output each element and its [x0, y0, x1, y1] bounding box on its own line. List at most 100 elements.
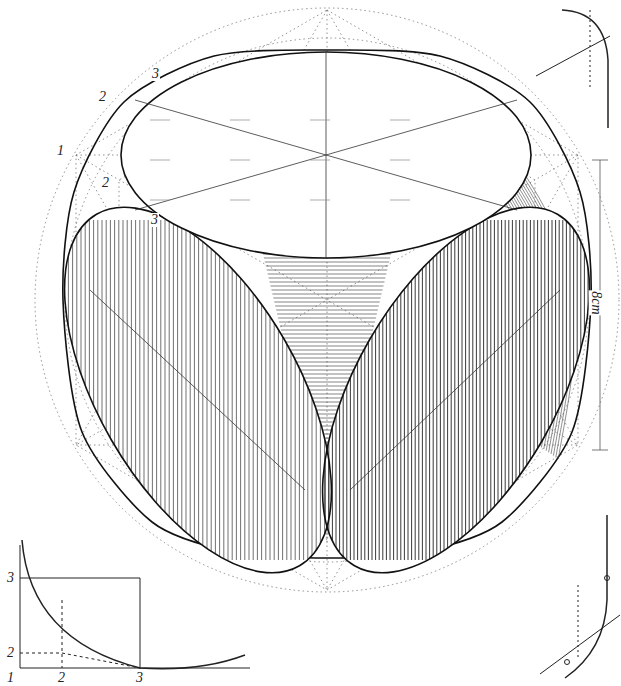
hatch-line	[123, 220, 124, 560]
hatch-line	[278, 220, 279, 560]
hatch-line	[336, 220, 337, 560]
hatch-line	[60, 220, 61, 560]
hatch-line	[244, 220, 245, 560]
hatch-line	[580, 220, 581, 560]
hatch-line	[519, 220, 520, 560]
hatch-line	[444, 220, 445, 560]
hatch-line	[261, 220, 262, 560]
hatch-line	[339, 220, 340, 560]
hatch-line	[483, 220, 484, 560]
hatch-line	[595, 220, 596, 560]
hatch-line	[303, 220, 304, 560]
shade-dash	[310, 200, 330, 201]
shade-dash	[390, 160, 410, 161]
hatch-line	[316, 220, 317, 560]
hatch-line	[469, 220, 470, 560]
hatch-line	[114, 220, 115, 560]
point-number: 1	[56, 144, 65, 158]
hatch-line	[333, 220, 334, 560]
hatch-line	[480, 220, 481, 560]
hatch-line	[573, 220, 574, 560]
hatch-line	[559, 220, 560, 560]
hatch-line	[250, 286, 404, 287]
hatch-line	[337, 220, 338, 560]
hatch-line	[534, 220, 535, 560]
hatch-line	[250, 318, 404, 319]
hatch-line	[89, 220, 90, 560]
point-number: 2	[6, 646, 15, 660]
hatch-line	[408, 220, 409, 560]
hatch-line	[250, 302, 404, 303]
hatch-line	[562, 220, 563, 560]
hatch-line	[250, 278, 404, 279]
hatch-line	[354, 220, 355, 560]
hatch-line	[211, 220, 212, 560]
hatch-line	[476, 220, 477, 560]
hatch-line	[328, 220, 329, 560]
hatch-line	[64, 220, 65, 560]
hatch-line	[523, 220, 524, 560]
hatch-line	[361, 220, 362, 560]
hatch-line	[240, 220, 241, 560]
hatch-line	[328, 220, 329, 560]
hatch-line	[591, 220, 592, 560]
hatch-line	[250, 306, 404, 307]
dimension-label: 8cm	[589, 290, 603, 315]
shade-dash	[150, 200, 170, 201]
hatch-line	[512, 220, 513, 560]
hatch-line	[350, 220, 351, 560]
hatch-line	[250, 270, 404, 271]
hatch-line	[382, 220, 383, 560]
hatch-line	[447, 220, 448, 560]
point-number: 3	[150, 213, 159, 227]
hatch-line	[312, 220, 313, 560]
hatch-line	[487, 220, 488, 560]
hatch-line	[505, 220, 506, 560]
shade-dash	[230, 200, 250, 201]
hatch-line	[97, 220, 98, 560]
hatch-line	[537, 220, 538, 560]
hatch-line	[307, 220, 308, 560]
hatch-line	[265, 220, 266, 560]
hatch-line	[85, 220, 86, 560]
hatch-line	[462, 220, 463, 560]
hatch-line	[127, 220, 128, 560]
point-number: 3	[151, 67, 160, 81]
hatch-line	[186, 220, 187, 560]
hatch-line	[173, 220, 174, 560]
hatch-line	[93, 220, 94, 560]
hatch-line	[215, 220, 216, 560]
hatch-line	[372, 220, 373, 560]
hatch-line	[386, 220, 387, 560]
shade-dash	[150, 120, 170, 121]
hatch-line	[404, 220, 405, 560]
hatch-line	[72, 220, 73, 560]
hatch-line	[422, 220, 423, 560]
hatch-line	[156, 220, 157, 560]
hatch-line	[250, 310, 404, 311]
hatch-line	[508, 220, 509, 560]
point-number: 1	[6, 671, 15, 685]
hatch-line	[555, 220, 556, 560]
hatch-line	[598, 220, 599, 560]
point-number: 3	[135, 671, 144, 685]
hatch-line	[76, 220, 77, 560]
shade-dash	[310, 120, 330, 121]
hatch-line	[190, 220, 191, 560]
hatch-line	[202, 220, 203, 560]
hatch-line	[375, 220, 376, 560]
hatch-line	[250, 282, 404, 283]
hatch-line	[291, 220, 292, 560]
hatch-line	[250, 314, 404, 315]
hatch-line	[318, 220, 319, 560]
shade-dash	[230, 120, 250, 121]
hatch-line	[68, 220, 69, 560]
hatch-line	[250, 274, 404, 275]
hatch-line	[379, 220, 380, 560]
hatch-line	[118, 220, 119, 560]
hatch-line	[270, 220, 271, 560]
hatch-line	[584, 220, 585, 560]
hatch-line	[368, 220, 369, 560]
hatch-line	[343, 220, 344, 560]
hatch-line	[415, 220, 416, 560]
